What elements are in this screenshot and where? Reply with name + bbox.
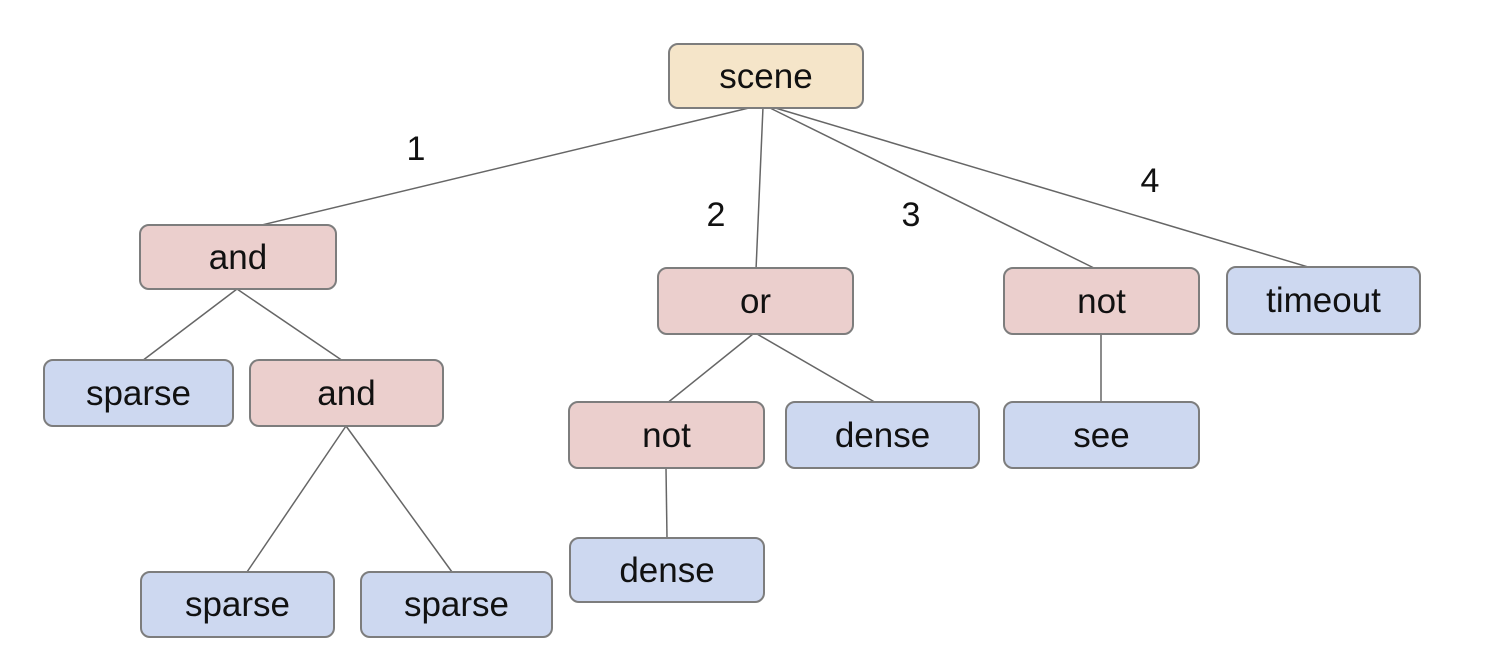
node-or: or (657, 267, 854, 335)
node-sparse-bottom-1: sparse (140, 571, 335, 638)
edge-or-not (665, 333, 754, 405)
edge-label-4: 4 (1140, 162, 1160, 200)
node-dense-under-or: dense (785, 401, 980, 469)
node-see: see (1003, 401, 1200, 469)
node-and-inner: and (249, 359, 444, 427)
edge-and-sparse (141, 288, 238, 362)
node-scene: scene (668, 43, 864, 109)
edge-or-dense (756, 333, 879, 405)
edge-label-3: 3 (901, 196, 921, 234)
node-sparse-left: sparse (43, 359, 234, 427)
edge-label-1: 1 (406, 130, 426, 168)
edge-not-dense (665, 467, 668, 539)
node-dense-under-not: dense (569, 537, 765, 603)
edge-label-2: 2 (706, 196, 726, 234)
edge-and-and (236, 288, 344, 362)
node-not-under-or: not (568, 401, 765, 469)
node-not-under-scene: not (1003, 267, 1200, 335)
edge-scene-timeout (771, 106, 1346, 279)
node-timeout: timeout (1226, 266, 1421, 335)
edge-scene-or (755, 106, 764, 271)
edge-and2-sparse1 (246, 425, 347, 573)
node-sparse-bottom-2: sparse (360, 571, 553, 638)
edge-scene-and-left (244, 106, 754, 230)
edge-scene-not (767, 106, 1099, 271)
node-and-left: and (139, 224, 337, 290)
edge-and2-sparse2 (345, 425, 453, 573)
